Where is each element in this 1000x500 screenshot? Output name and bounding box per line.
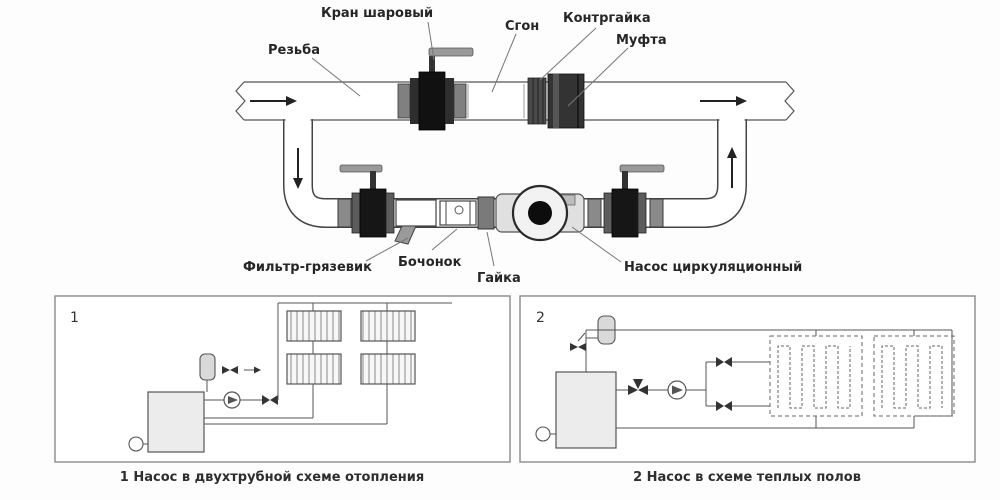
union-nut-left <box>337 198 352 228</box>
dirt-filter <box>394 199 437 245</box>
valve-lever-icon <box>619 164 665 173</box>
locknut <box>527 77 547 125</box>
pipe-break-right-icon <box>784 81 795 121</box>
label-locknut: Контргайка <box>563 11 651 26</box>
radiator <box>286 310 342 342</box>
flow-arrow-icon <box>254 366 261 374</box>
leader-sgon <box>491 33 517 93</box>
pump-rotor-icon <box>528 201 552 225</box>
component-labels: Кран шаровый Сгон Контргайка Муфта Резьб… <box>243 6 802 286</box>
circulation-pump <box>495 184 585 242</box>
panel-1: 1 <box>54 295 511 463</box>
panel-2-number: 2 <box>536 310 545 326</box>
panel-2-pipes <box>586 329 953 429</box>
ball-valve-bypass-right <box>603 164 665 238</box>
label-thread: Резьба <box>268 43 320 58</box>
panel-2: 2 <box>519 295 976 463</box>
safety-valve-icon <box>577 332 586 342</box>
radiator <box>360 353 416 385</box>
flow-arrow-down-icon <box>293 148 303 189</box>
burner-icon <box>535 426 551 442</box>
panel-1-number: 1 <box>70 310 79 326</box>
burner-icon <box>128 436 144 452</box>
union-nut-right <box>587 198 602 228</box>
flow-arrow-right-icon <box>700 96 747 106</box>
panel-2-caption: 2 Насос в схеме теплых полов <box>633 470 861 485</box>
leader-locknut <box>539 27 597 81</box>
label-nut: Гайка <box>477 271 521 286</box>
radiator <box>286 353 342 385</box>
panel-1-border <box>54 295 511 463</box>
label-ball-valve: Кран шаровый <box>321 6 433 21</box>
label-pump: Насос циркуляционный <box>624 260 802 275</box>
ball-valve-main <box>397 47 474 131</box>
pipe-nut <box>477 196 495 230</box>
barrel-nipple <box>439 200 477 226</box>
pipe-break-left-icon <box>235 81 246 121</box>
label-filter: Фильтр-грязевик <box>243 260 372 275</box>
leader-thread <box>311 57 361 97</box>
union-nut-far-right <box>649 198 664 228</box>
heating-coil-icon <box>777 345 851 409</box>
leader-filter <box>365 237 409 262</box>
leader-nut <box>486 231 495 267</box>
floor-loop-2 <box>873 335 955 417</box>
expansion-tank-1 <box>199 353 261 392</box>
leader-pump <box>571 226 622 263</box>
coupling <box>547 73 585 129</box>
label-coupling: Муфта <box>616 33 667 48</box>
main-pipe <box>235 81 795 122</box>
filter-sump-icon <box>394 225 417 245</box>
boiler-1 <box>128 391 205 453</box>
leader-barrel <box>431 228 458 251</box>
leader-coupling <box>567 47 629 107</box>
heating-coil-icon <box>881 345 943 409</box>
flow-arrow-up-icon <box>727 147 737 188</box>
manifold-valves <box>706 357 770 411</box>
panel-1-caption: 1 Насос в двухтрубной схеме отопления <box>120 470 424 485</box>
ball-valve-bypass-left <box>339 164 395 238</box>
label-barrel: Бочонок <box>398 255 462 270</box>
radiator <box>360 310 416 342</box>
panel-1-pipes <box>204 302 452 425</box>
three-way-valve-icon <box>633 379 643 389</box>
valve-lever-icon <box>339 164 383 173</box>
floor-loop-1 <box>769 335 863 417</box>
valve-lever-icon <box>428 47 474 57</box>
leader-ball-valve <box>427 21 435 61</box>
mixing-unit <box>616 362 707 406</box>
flow-arrow-left-icon <box>250 96 297 106</box>
pump-1 <box>204 303 279 409</box>
label-sgon: Сгон <box>505 19 539 34</box>
